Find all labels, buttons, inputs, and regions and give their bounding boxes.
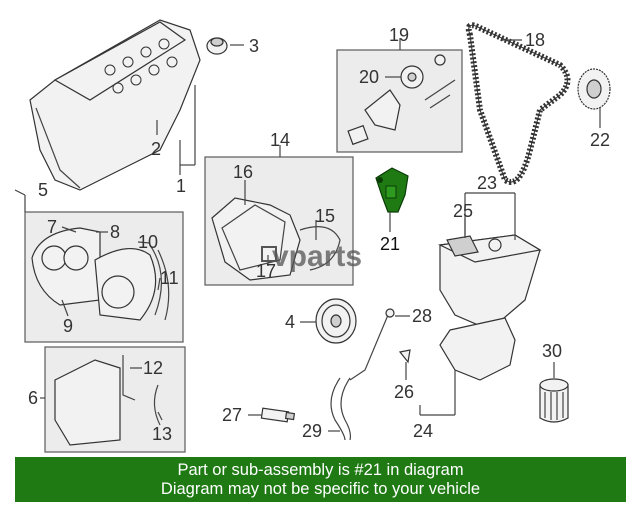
label-17: 17 bbox=[256, 261, 276, 281]
timing-components-lower bbox=[54, 355, 161, 446]
label-7: 7 bbox=[47, 217, 57, 237]
label-22: 22 bbox=[590, 130, 610, 150]
label-10: 10 bbox=[138, 232, 158, 252]
dipstick-parts bbox=[330, 308, 395, 441]
banner-line-2: Diagram may not be specific to your vehi… bbox=[160, 480, 481, 498]
label-15: 15 bbox=[315, 206, 335, 226]
label-26: 26 bbox=[394, 382, 414, 402]
sprocket-part-22 bbox=[577, 68, 611, 110]
label-13: 13 bbox=[152, 424, 172, 444]
label-5: 5 bbox=[38, 180, 48, 200]
label-21: 21 bbox=[380, 234, 400, 254]
label-2: 2 bbox=[151, 139, 161, 159]
sensor-part-27 bbox=[260, 407, 296, 423]
timing-components-upper bbox=[31, 227, 170, 321]
label-18: 18 bbox=[525, 30, 545, 50]
label-4: 4 bbox=[285, 312, 295, 332]
svg-text:vparts: vparts bbox=[272, 240, 362, 273]
banner-line-1: Part or sub-assembly is #21 in diagram bbox=[177, 461, 464, 479]
label-28: 28 bbox=[412, 306, 432, 326]
label-30: 30 bbox=[542, 341, 562, 361]
label-3: 3 bbox=[249, 36, 259, 56]
label-25: 25 bbox=[453, 201, 473, 221]
oil-filter-part-30 bbox=[539, 378, 569, 423]
label-1: 1 bbox=[176, 176, 186, 196]
info-banner: Part or sub-assembly is #21 in diagram D… bbox=[15, 457, 626, 502]
label-14: 14 bbox=[270, 130, 290, 150]
label-20: 20 bbox=[359, 67, 379, 87]
label-19: 19 bbox=[389, 25, 409, 45]
label-8: 8 bbox=[110, 222, 120, 242]
label-27: 27 bbox=[222, 405, 242, 425]
label-9: 9 bbox=[63, 316, 73, 336]
part-21-highlighted bbox=[375, 167, 409, 213]
label-23: 23 bbox=[477, 173, 497, 193]
label-12: 12 bbox=[143, 358, 163, 378]
timing-belt bbox=[465, 22, 571, 185]
label-16: 16 bbox=[233, 162, 253, 182]
valve-cover-assembly bbox=[29, 19, 201, 191]
vparts-watermark: vparts bbox=[261, 240, 362, 273]
label-24: 24 bbox=[413, 421, 433, 441]
pulley-part-4 bbox=[315, 298, 357, 344]
tensioner-parts bbox=[347, 54, 456, 146]
oil-pan-assembly bbox=[437, 234, 542, 381]
label-11: 11 bbox=[160, 268, 179, 288]
label-29: 29 bbox=[302, 421, 322, 441]
cap-part-3 bbox=[206, 37, 228, 55]
label-6: 6 bbox=[28, 388, 38, 408]
